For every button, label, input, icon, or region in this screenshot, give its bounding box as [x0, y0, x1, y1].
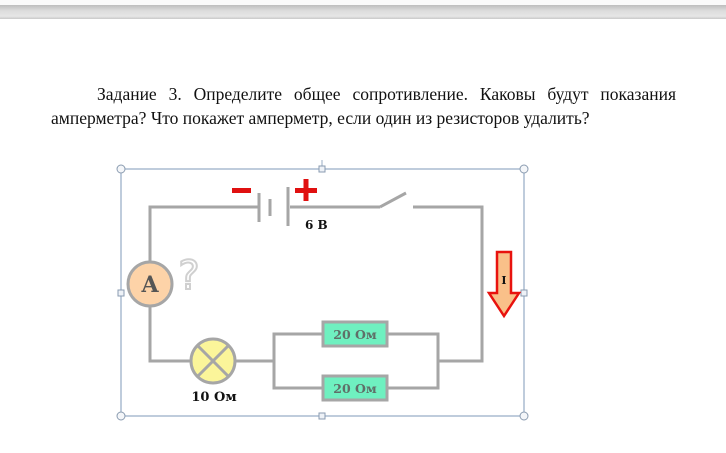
- battery-voltage-label: 6 В: [305, 218, 328, 232]
- ammeter-circle: [126, 260, 174, 308]
- resize-handle-bottom[interactable]: [318, 412, 326, 420]
- lamp: 10 Ом: [189, 337, 237, 405]
- resistor-1-label: 20 Ом: [333, 327, 377, 342]
- current-arrow: I: [486, 250, 522, 319]
- wires: [148, 205, 484, 390]
- resize-handle-bottom-right[interactable]: [519, 411, 529, 421]
- resize-handle-top-right[interactable]: [519, 164, 529, 174]
- wire-parallel-left: [272, 332, 322, 390]
- wire-left-bottom: [148, 306, 190, 363]
- resize-handle-bottom-left[interactable]: [116, 411, 126, 421]
- current-label: I: [501, 274, 506, 287]
- switch[interactable]: [379, 191, 407, 209]
- resistor-2-body: [321, 374, 389, 402]
- resistor-1: 20 Ом: [321, 320, 389, 348]
- resize-handle-right[interactable]: [520, 289, 528, 297]
- lamp-resistance-label: 10 Ом: [191, 390, 236, 405]
- plus-icon-vertical: [303, 179, 309, 201]
- resistor-1-body: [321, 320, 389, 348]
- resize-handle-top-left[interactable]: [116, 164, 126, 174]
- question-mark-icon: ?: [178, 253, 199, 299]
- window-edge: [0, 0, 726, 5]
- wire-top-left: [148, 205, 258, 262]
- page-separator-bar: [0, 5, 726, 19]
- task-text-line-1: Задание 3. Определите общее сопротивлени…: [97, 84, 676, 104]
- resistor-2-label: 20 Ом: [333, 381, 377, 396]
- selection-frame[interactable]: [116, 160, 529, 421]
- resize-handle-top[interactable]: [318, 165, 326, 173]
- arrow-down-icon: [486, 250, 522, 319]
- task-paragraph: Задание 3. Определите общее сопротивлени…: [51, 82, 676, 130]
- lamp-cross-2: [196, 344, 230, 378]
- minus-icon: [232, 188, 251, 193]
- resistor-2: 20 Ом: [321, 374, 389, 402]
- ammeter: A ?: [126, 252, 201, 308]
- wire-right: [413, 205, 484, 363]
- resize-handle-left[interactable]: [117, 289, 125, 297]
- ammeter-symbol: A: [140, 272, 159, 298]
- wire-parallel-right: [388, 332, 440, 390]
- switch-lever[interactable]: [379, 191, 407, 209]
- battery: 6 В: [232, 179, 328, 232]
- task-text-line-2: амперметра? Что покажет амперметр, если …: [51, 108, 590, 128]
